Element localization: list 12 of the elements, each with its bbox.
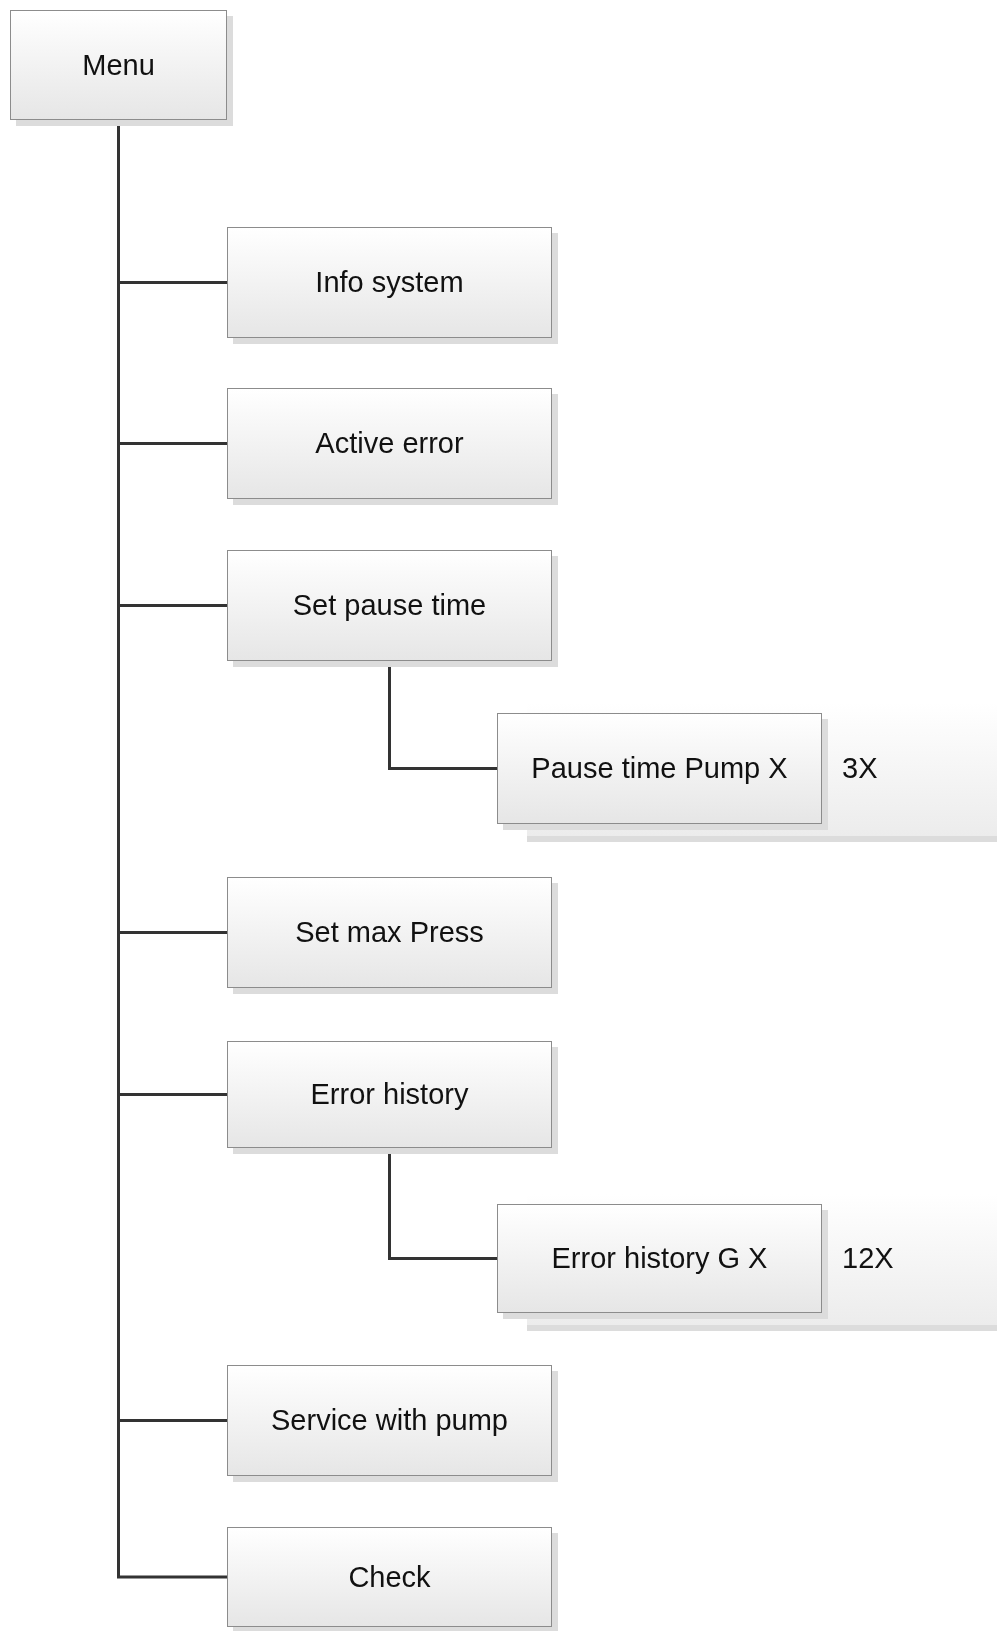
multiplier-label: 12X <box>842 1241 894 1275</box>
menu-label: Error history <box>310 1078 469 1111</box>
menu-label: Menu <box>82 48 155 82</box>
menu-label: Pause time Pump X <box>531 752 788 785</box>
menu-label: Set max Press <box>295 916 484 949</box>
menu-label: Set pause time <box>292 589 487 622</box>
multiplier-label: 3X <box>842 751 878 785</box>
menu-label: Active error <box>315 427 464 460</box>
menu-label: Error history G X <box>551 1242 768 1275</box>
menu-label: Info system <box>315 266 464 299</box>
menu-label: Check <box>348 1560 431 1594</box>
menu-label: Service with pump <box>271 1404 508 1437</box>
